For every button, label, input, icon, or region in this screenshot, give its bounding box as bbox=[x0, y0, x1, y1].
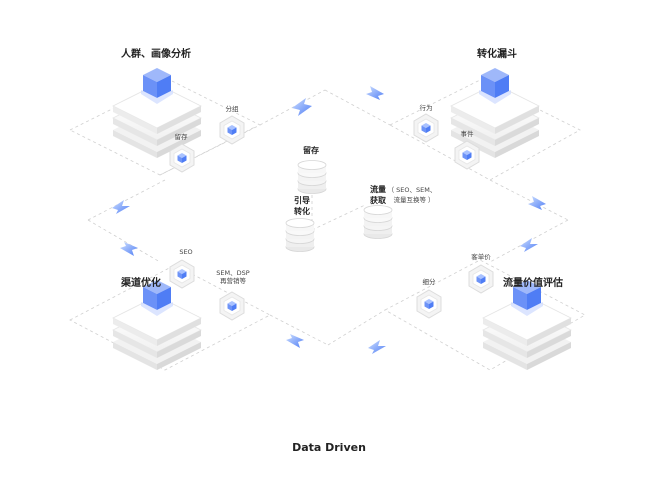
link-left-side bbox=[87, 179, 166, 221]
arrow-icon bbox=[368, 340, 386, 354]
arrow-icon bbox=[520, 238, 538, 252]
hexagon-icon bbox=[219, 115, 245, 145]
link-top-center-2 bbox=[324, 89, 391, 126]
platform-bottom-left bbox=[112, 279, 202, 371]
item-label-seo: SEO bbox=[179, 248, 192, 256]
item-label-retention: 留存 bbox=[175, 132, 189, 141]
center-label-traffic-2: 获取 bbox=[369, 195, 386, 205]
center-note-traffic-1: （ SEO、SEM、 bbox=[388, 186, 437, 194]
footer-title: Data Driven bbox=[292, 441, 366, 454]
link-right-side bbox=[489, 179, 569, 221]
hexagon-icon bbox=[219, 291, 245, 321]
hexagon-icon bbox=[416, 289, 442, 319]
center-label-traffic-1: 流量 bbox=[370, 184, 386, 194]
hexagon-icon bbox=[169, 259, 195, 289]
arrow-icon bbox=[528, 196, 546, 210]
platform-bottom-right bbox=[482, 279, 572, 371]
title-top-left: 人群、画像分析 bbox=[121, 47, 191, 60]
database-icon bbox=[285, 218, 315, 252]
link-bottom-center-2 bbox=[327, 309, 386, 346]
title-bottom-left: 渠道优化 bbox=[120, 276, 161, 289]
item-label-event: 事件 bbox=[461, 129, 475, 138]
arrow-icon bbox=[120, 242, 138, 256]
database-icon bbox=[297, 160, 327, 194]
item-label-behavior: 行为 bbox=[420, 103, 433, 112]
title-bottom-right: 流量价值评估 bbox=[503, 276, 563, 289]
link-db-2 bbox=[311, 204, 366, 231]
hexagon-icon bbox=[468, 264, 494, 294]
item-label-group: 分组 bbox=[226, 104, 240, 113]
item-label-sem-dsp: SEM、DSP bbox=[216, 269, 249, 277]
link-left-lower bbox=[87, 219, 161, 263]
outline-top-right bbox=[389, 79, 581, 181]
arrow-icon bbox=[292, 98, 312, 116]
arrow-icon bbox=[366, 86, 384, 100]
center-label-guide-2: 转化 bbox=[294, 206, 310, 216]
title-top-right: 转化漏斗 bbox=[477, 47, 517, 60]
arrow-icon bbox=[286, 334, 304, 348]
hexagon-icon bbox=[413, 113, 439, 143]
center-note-traffic-2: 流量互换等 ） bbox=[393, 195, 434, 204]
center-label-guide-1: 引导 bbox=[294, 195, 310, 205]
platform-top-left bbox=[112, 67, 202, 159]
database-icon bbox=[363, 205, 393, 239]
item-label-segmentation: 细分 bbox=[423, 277, 437, 286]
center-label-retention: 留存 bbox=[303, 145, 319, 155]
item-label-remarketing: 再营销等 bbox=[220, 276, 247, 285]
arrow-icon bbox=[112, 200, 130, 214]
flow-arrows bbox=[112, 86, 546, 354]
link-top-center bbox=[259, 89, 326, 126]
item-label-unit-price: 客单价 bbox=[471, 252, 491, 261]
link-bottom-center bbox=[269, 314, 329, 346]
